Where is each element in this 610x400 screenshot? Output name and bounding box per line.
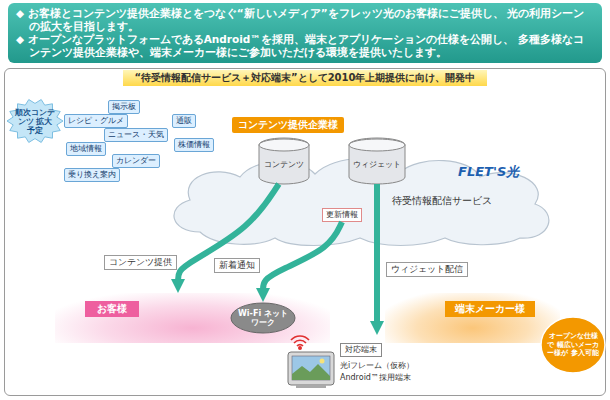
node-text: コンテンツ [264, 160, 304, 170]
box-node: ◆ お客様とコンテンツ提供企業様とをつなぐ“新しいメディア”をフレッツ光のお客様… [8, 3, 602, 63]
flow-arrow [263, 222, 342, 291]
node-text: 地域情報 [70, 144, 102, 154]
box-node: 対応端末光iフレーム（仮称） Android™採用端末 [338, 335, 416, 385]
box-node: 更新情報 [322, 208, 362, 222]
wifi-signal [291, 336, 309, 349]
node-text: ウィジェット [353, 160, 401, 170]
cyl-node: ウィジェット [348, 138, 406, 184]
photo-frame-device [288, 352, 334, 388]
node-text: 株価情報 [178, 140, 210, 150]
box-node: カレンダー [112, 154, 160, 168]
edge-label: 新着通知 [214, 258, 260, 273]
node-text: コンテンツ提供企業様 [238, 119, 338, 131]
node-text: 掲示板 [112, 102, 136, 112]
node-text: ◆ お客様とコンテンツ提供企業様とをつなぐ“新しいメディア”をフレッツ光のお客様… [16, 7, 594, 33]
edge-label: ウィジェット配信 [386, 262, 468, 277]
node-text: 待受情報配信サービス [392, 195, 560, 207]
box-node: 掲示板 [108, 100, 140, 114]
node-text: ニュース・天気 [108, 130, 164, 140]
box-node: レシピ・グルメ [64, 114, 128, 128]
node-text: 順次コンテンツ 拡大予定 [14, 108, 56, 135]
node-text: 乗り換え案内 [68, 170, 116, 180]
node-text: 対応端末 [340, 343, 382, 357]
box-node: ニュース・天気 [104, 128, 168, 142]
flow-arrow [374, 184, 380, 324]
node-text: 端末メーカー様 [445, 301, 535, 317]
node-text: 更新情報 [326, 210, 358, 220]
star-node: 順次コンテンツ 拡大予定 [6, 98, 64, 144]
flow-arrow [178, 184, 279, 282]
node-text: オープンな仕様で 幅広いメーカー様が 参入可能 [546, 332, 600, 358]
box-node: 端末メーカー様 [385, 293, 560, 343]
node-text: 通販 [176, 116, 192, 126]
node-text: お客様 [85, 301, 139, 317]
node-text: FLET'S光 [458, 164, 560, 179]
box-node: 乗り換え案内 [64, 168, 120, 182]
node-text: カレンダー [116, 156, 156, 166]
node-text: “待受情報配信サービス＋対応端末”として2010年上期提供に向け、開発中 [123, 70, 488, 86]
node-text: Wi-Fi ネットワーク [237, 309, 289, 328]
box-node: 株価情報 [174, 138, 214, 152]
box-node: コンテンツ提供企業様 [232, 117, 344, 133]
node-text: Android™採用端末 [340, 373, 414, 383]
edge-label: コンテンツ提供 [104, 255, 177, 270]
node-text: レシピ・グルメ [68, 116, 124, 126]
node-text: ◆ オープンなプラットフォームであるAndroid™を採用、端末とアプリケーショ… [16, 33, 594, 59]
oval-node: Wi-Fi ネットワーク [230, 302, 296, 334]
circle-node: オープンな仕様で 幅広いメーカー様が 参入可能 [540, 316, 606, 374]
node-text: 光iフレーム（仮称） [340, 361, 414, 371]
cyl-node: コンテンツ [258, 138, 310, 184]
box-node: 順次コンテンツ 拡大予定 掲示板通販 レシピ・グルメニュース・天気地域情報 株価情報カ… [4, 68, 606, 396]
box-node: 通販 [172, 114, 196, 128]
box-node: 地域情報 [66, 142, 106, 156]
